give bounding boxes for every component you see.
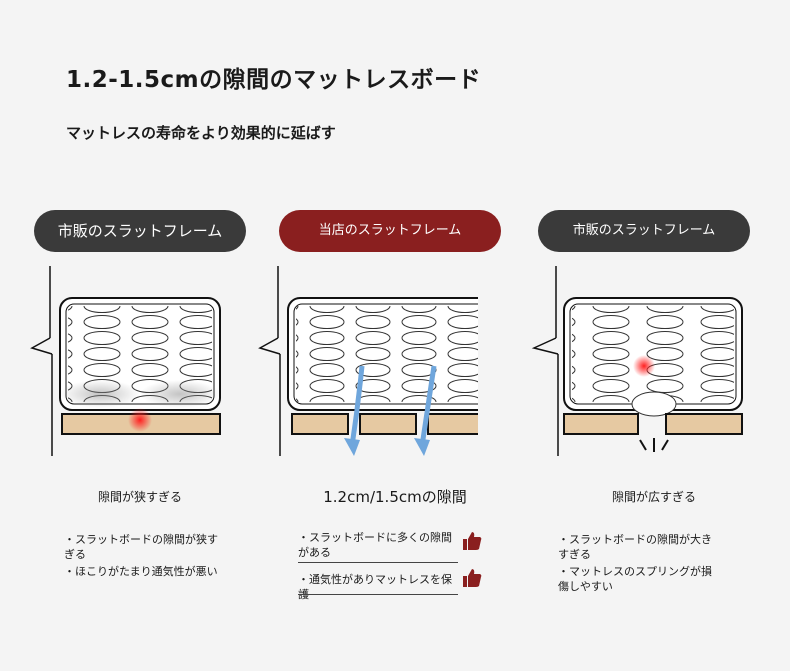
bullet-narrow-2: ・ほこりがたまり通気性が悪い (64, 565, 218, 578)
page-subtitle: マットレスの寿命をより効果的に延ばす (66, 124, 336, 142)
diagram-narrow-gap (30, 266, 221, 456)
rule-optimal-2 (298, 594, 458, 595)
pill-our-frame: 当店のスラットフレーム (279, 210, 501, 252)
bullet-wide-2: ・マットレスのスプリングが損傷しやすい (558, 565, 712, 593)
pill-commercial-narrow: 市販のスラットフレーム (34, 210, 246, 252)
thumbs-up-icon (463, 569, 482, 587)
heading-narrow: 隙間が狭すぎる (97, 490, 182, 504)
page-title: 1.2-1.5cmの隙間のマットレスボード (66, 67, 482, 93)
heading-wide: 隙間が広すぎる (611, 490, 696, 504)
pill-commercial-wide: 市販のスラットフレーム (538, 210, 750, 252)
diagram-wide-gap (531, 266, 743, 456)
diagram-optimal-gap (258, 266, 478, 456)
bullet-optimal-2: ・通気性がありマットレスを保護 (298, 573, 452, 601)
rule-optimal-1 (298, 562, 458, 563)
bullet-wide-1: ・スラットボードの隙間が大きすぎる (558, 533, 712, 561)
heading-optimal: 1.2cm/1.5cmの隙間 (323, 488, 467, 506)
bullet-narrow-1: ・スラットボードの隙間が狭すぎる (64, 533, 218, 561)
thumbs-up-icon (463, 532, 482, 550)
bullet-optimal-1: ・スラットボードに多くの隙間がある (298, 531, 452, 559)
